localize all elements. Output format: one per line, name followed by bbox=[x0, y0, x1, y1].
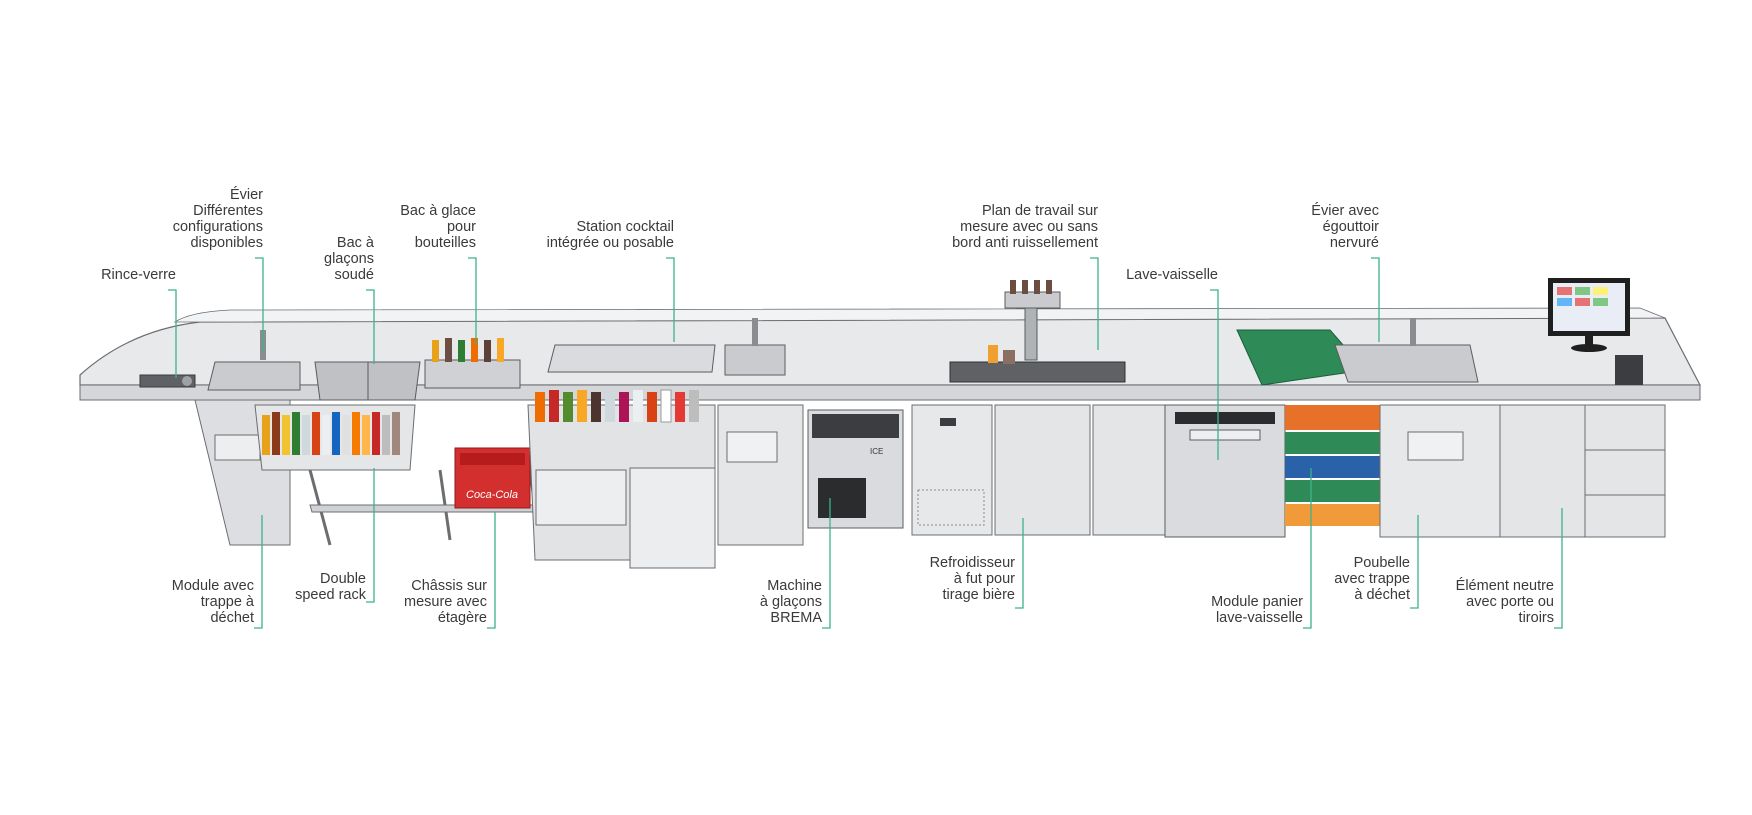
leader-bac-glace bbox=[468, 257, 477, 345]
neutral-element bbox=[1499, 404, 1666, 538]
bin-module bbox=[1379, 404, 1501, 538]
cocktail-station bbox=[527, 344, 716, 569]
glass-rinser bbox=[139, 374, 196, 388]
label-station-cocktail: Station cocktail intégrée ou posable bbox=[546, 219, 674, 251]
leader-lave-vaisselle bbox=[1210, 289, 1219, 460]
pos-terminal bbox=[1548, 278, 1643, 385]
leader-station-cocktail bbox=[666, 257, 675, 342]
label-double-speed-rack: Double speed rack bbox=[295, 571, 366, 603]
label-evier: Évier Différentes configurations disponi… bbox=[172, 187, 263, 251]
leader-module-panier bbox=[1303, 468, 1312, 629]
beer-tap bbox=[988, 280, 1061, 364]
beer-cooler bbox=[911, 404, 1169, 536]
label-bac-glace-bouteilles: Bac à glace pour bouteilles bbox=[400, 203, 476, 251]
leader-refroidisseur bbox=[1015, 518, 1024, 609]
leader-poubelle bbox=[1410, 515, 1419, 609]
ice-machine-brand: ICE bbox=[870, 447, 883, 456]
ice-bin bbox=[314, 361, 421, 401]
leader-module-trappe bbox=[254, 515, 263, 629]
drainer-sink bbox=[1334, 318, 1479, 383]
leader-machine-glacons bbox=[822, 498, 831, 629]
leader-bac-glacons bbox=[366, 289, 375, 364]
drip-tray bbox=[949, 361, 1126, 383]
leader-evier-egouttoir bbox=[1371, 257, 1380, 342]
bottle-ice-bin bbox=[424, 338, 521, 389]
leader-plan-travail bbox=[1090, 257, 1099, 350]
leader-speed-rack bbox=[366, 468, 375, 603]
label-element-neutre: Élément neutre avec porte ou tiroirs bbox=[1455, 578, 1554, 626]
label-bac-glacons: Bac à glaçons soudé bbox=[324, 235, 374, 283]
leader-evier bbox=[255, 257, 264, 352]
label-plan-travail: Plan de travail sur mesure avec ou sans … bbox=[952, 203, 1098, 251]
crate-brand: Coca-Cola bbox=[466, 489, 518, 501]
leader-lines bbox=[168, 257, 1563, 629]
label-evier-egouttoir: Évier avec égouttoir nervuré bbox=[1311, 203, 1379, 251]
label-refroidisseur: Refroidisseur à fut pour tirage bière bbox=[929, 555, 1015, 603]
cola-crate: Coca-Cola bbox=[454, 447, 531, 509]
label-module-trappe: Module avec trappe à déchet bbox=[171, 578, 254, 626]
dishwasher bbox=[1164, 404, 1286, 538]
label-rince-verre: Rince-verre bbox=[101, 267, 176, 283]
hand-sink bbox=[717, 318, 804, 546]
leader-element-neutre bbox=[1554, 508, 1563, 629]
leader-chassis bbox=[487, 512, 496, 629]
label-poubelle: Poubelle avec trappe à déchet bbox=[1334, 555, 1410, 603]
basket-module bbox=[1285, 405, 1395, 526]
leader-rince-verre bbox=[168, 289, 177, 378]
label-chassis: Châssis sur mesure avec étagère bbox=[403, 578, 487, 626]
label-machine-glacons: Machine à glaçons BREMA bbox=[759, 578, 822, 626]
ice-machine: ICE bbox=[807, 409, 904, 529]
label-module-panier: Module panier lave-vaisselle bbox=[1211, 594, 1303, 626]
label-lave-vaisselle: Lave-vaisselle bbox=[1126, 267, 1218, 283]
cocktail-bottles bbox=[535, 389, 699, 423]
speed-rack-bottles bbox=[262, 412, 400, 455]
